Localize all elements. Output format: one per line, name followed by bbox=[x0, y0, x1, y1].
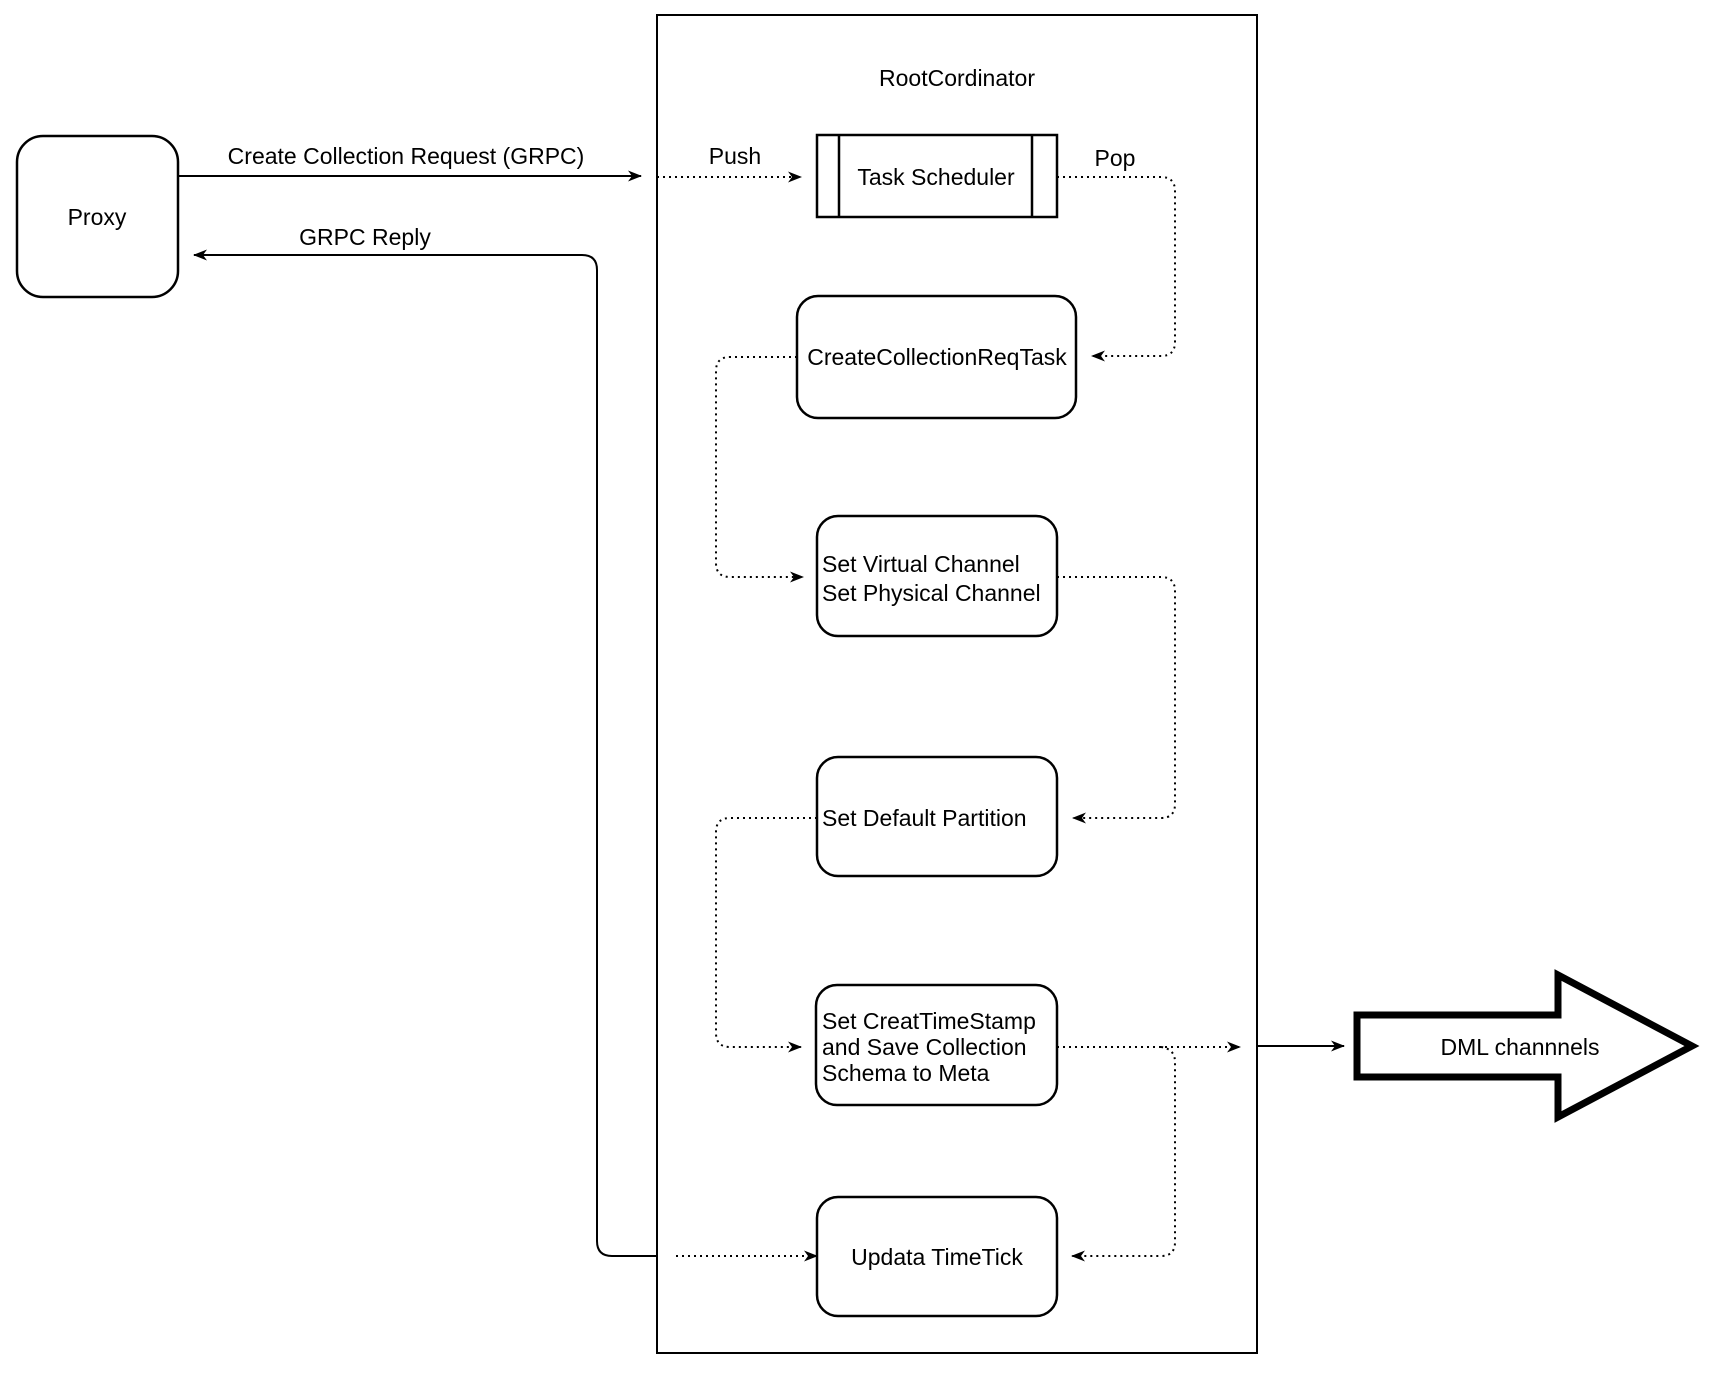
update-timetick-label: Updata TimeTick bbox=[851, 1244, 1023, 1270]
set-default-partition-label: Set Default Partition bbox=[822, 805, 1027, 831]
grpc-reply-label: GRPC Reply bbox=[299, 224, 431, 250]
dml-channels-label: DML channnels bbox=[1441, 1034, 1600, 1060]
task-scheduler-label: Task Scheduler bbox=[857, 164, 1015, 190]
timestamp-to-timetick-edge[interactable] bbox=[1071, 1046, 1176, 1262]
proxy-label: Proxy bbox=[68, 204, 127, 230]
rootcoordinator-title: RootCordinator bbox=[879, 65, 1035, 91]
setchannel-to-partition-edge[interactable] bbox=[1057, 576, 1176, 824]
pop-edge[interactable] bbox=[1057, 176, 1176, 362]
create-collection-req-task-label: CreateCollectionReqTask bbox=[807, 344, 1067, 370]
dml-channels-arrow[interactable] bbox=[1353, 969, 1700, 1123]
set-timestamp-label-line3: Schema to Meta bbox=[822, 1060, 990, 1086]
set-timestamp-label-line2: and Save Collection bbox=[822, 1034, 1027, 1060]
create-request-label: Create Collection Request (GRPC) bbox=[228, 143, 585, 169]
rootcoordinator-container[interactable] bbox=[656, 14, 1258, 1354]
set-timestamp-label-line1: Set CreatTimeStamp bbox=[822, 1008, 1036, 1034]
set-timestamp-node[interactable] bbox=[814, 983, 1059, 1107]
reqtask-to-setchannel-edge[interactable] bbox=[715, 356, 804, 583]
pop-label: Pop bbox=[1095, 145, 1136, 171]
partition-to-timestamp-edge[interactable] bbox=[715, 817, 817, 1053]
push-label: Push bbox=[709, 143, 761, 169]
set-channel-label-line2: Set Physical Channel bbox=[822, 580, 1041, 606]
task-scheduler-node[interactable] bbox=[815, 133, 1059, 219]
set-channel-label-line1: Set Virtual Channel bbox=[822, 551, 1020, 577]
proxy-node[interactable] bbox=[15, 134, 180, 299]
grpc-reply-edge[interactable] bbox=[193, 249, 657, 1257]
set-default-partition-node[interactable] bbox=[815, 755, 1059, 878]
